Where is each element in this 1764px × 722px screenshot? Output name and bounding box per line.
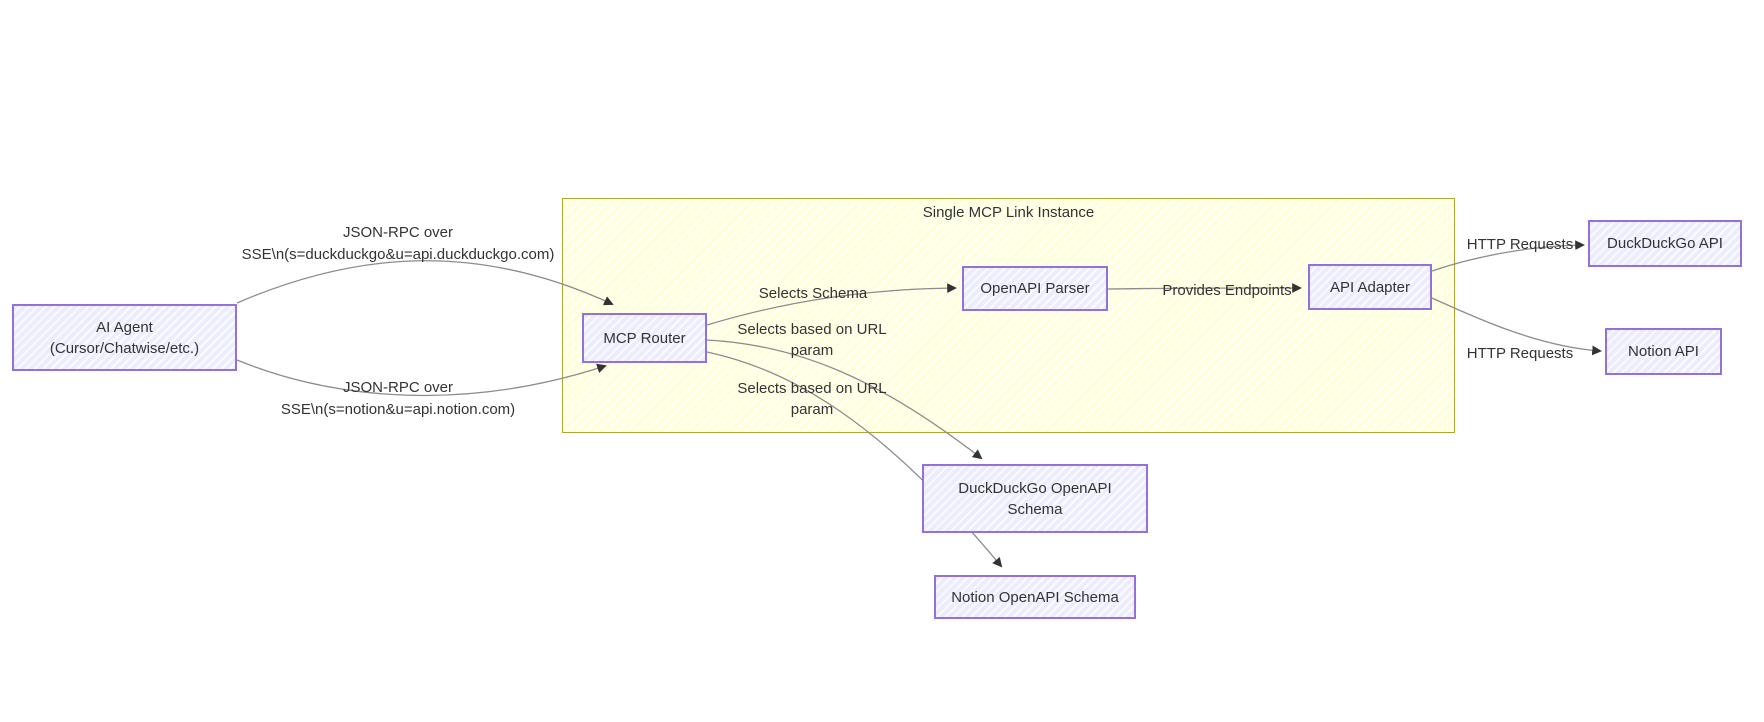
node-label: API Adapter xyxy=(1329,278,1411,296)
edge-label-line: SSE\n(s=notion&u=api.notion.com) xyxy=(280,401,516,418)
node-label: AI Agent xyxy=(96,318,153,336)
node-api-adapter: API Adapter xyxy=(1308,264,1432,310)
edge-label-line: param xyxy=(790,401,834,418)
node-label: DuckDuckGo OpenAPI xyxy=(958,479,1112,497)
edge-label-http-requests-duckduckgo: HTTP Requests xyxy=(1466,236,1574,253)
edge-label-line: Selects based on URL xyxy=(737,380,887,397)
edge-parser-to-adapter xyxy=(1107,283,1302,293)
edge-label-line: JSON-RPC over xyxy=(342,379,454,396)
edge-router-to-duckduckgo-schema xyxy=(706,339,983,460)
edge-label-selects-url-param-1: Selects based on URL param xyxy=(737,319,886,361)
edge-label-line: param xyxy=(790,342,834,359)
node-notion-openapi-schema: Notion OpenAPI Schema xyxy=(934,575,1136,619)
edge-label-selects-url-param-2: Selects based on URL param xyxy=(737,378,886,420)
node-openapi-parser: OpenAPI Parser xyxy=(962,266,1108,311)
edge-label-selects-schema: Selects Schema xyxy=(758,285,868,302)
edge-agent-to-router-notion xyxy=(236,359,607,397)
edge-label-json-rpc-duckduckgo: JSON-RPC over SSE\n(s=duckduckgo&u=api.d… xyxy=(242,222,555,266)
subgraph-single-mcp-link-instance: Single MCP Link Instance xyxy=(562,198,1455,433)
edge-adapter-to-duckduckgo-api xyxy=(1431,240,1585,272)
edge-agent-to-router-duckduckgo xyxy=(236,260,614,306)
edge-label-http-requests-notion: HTTP Requests xyxy=(1466,345,1574,362)
edge-router-to-parser xyxy=(706,283,957,326)
node-duckduckgo-openapi-schema: DuckDuckGo OpenAPI Schema xyxy=(922,464,1148,533)
edge-label-json-rpc-notion: JSON-RPC over SSE\n(s=notion&u=api.notio… xyxy=(281,377,515,421)
node-label: (Cursor/Chatwise/etc.) xyxy=(49,339,200,357)
node-label: MCP Router xyxy=(603,329,686,347)
edge-label-line: JSON-RPC over xyxy=(342,224,454,241)
node-label: OpenAPI Parser xyxy=(980,280,1090,297)
node-notion-api: Notion API xyxy=(1605,328,1722,375)
edge-label-provides-endpoints: Provides Endpoints xyxy=(1162,282,1292,299)
node-label: DuckDuckGo API xyxy=(1607,235,1723,252)
subgraph-title: Single MCP Link Instance xyxy=(922,204,1095,221)
edge-label-line: SSE\n(s=duckduckgo&u=api.duckduckgo.com) xyxy=(241,246,555,263)
node-label: Notion OpenAPI Schema xyxy=(951,588,1119,606)
node-duckduckgo-api: DuckDuckGo API xyxy=(1588,220,1742,267)
node-label: Notion API xyxy=(1628,343,1699,360)
node-label: Schema xyxy=(1007,500,1063,518)
edge-adapter-to-notion-api xyxy=(1431,297,1602,356)
node-ai-agent: AI Agent (Cursor/Chatwise/etc.) xyxy=(12,304,237,371)
edge-label-line: Selects based on URL xyxy=(737,321,887,338)
node-mcp-router: MCP Router xyxy=(582,313,707,363)
